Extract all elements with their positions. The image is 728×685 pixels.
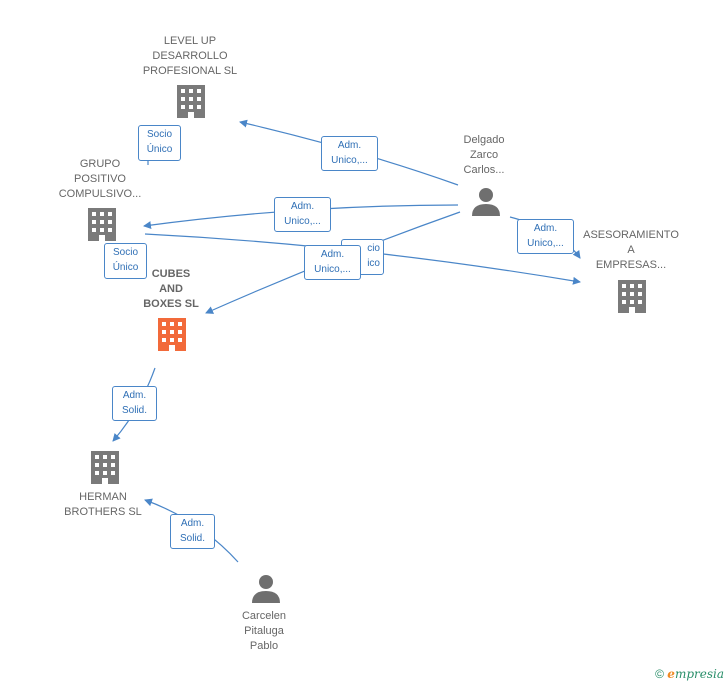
edge-label-adm-unico[interactable]: Adm. Unico,...	[274, 197, 331, 232]
node-label-herman-brothers[interactable]: HERMAN BROTHERS SL	[64, 491, 142, 518]
edge-label-socio-unico[interactable]: Socio Único	[104, 243, 147, 279]
node-label-level-up[interactable]: LEVEL UP DESARROLLO PROFESIONAL SL	[142, 35, 238, 77]
building-icon[interactable]	[158, 318, 186, 351]
person-icon[interactable]	[472, 188, 500, 216]
node-label-grupo-positivo[interactable]: GRUPO POSITIVO COMPULSIVO...	[58, 158, 142, 200]
empresia-logo: © empresia	[655, 667, 724, 681]
node-label-cubes-and-boxes[interactable]: CUBES AND BOXES SL	[143, 268, 199, 310]
building-icon[interactable]	[177, 85, 205, 118]
building-icon[interactable]	[88, 208, 116, 241]
edge-label-adm-unico[interactable]: Adm. Unico,...	[304, 245, 361, 280]
building-icon[interactable]	[91, 451, 119, 484]
person-icon[interactable]	[252, 575, 280, 603]
node-label-asesoramiento[interactable]: ASESORAMIENTO A EMPRESAS...	[583, 229, 679, 271]
building-icon[interactable]	[618, 280, 646, 313]
copyright-symbol: ©	[655, 667, 664, 681]
node-label-carcelen[interactable]: Carcelen Pitaluga Pablo	[241, 610, 287, 652]
node-label-delgado[interactable]: Delgado Zarco Carlos...	[463, 134, 505, 176]
edge-label-adm-unico[interactable]: Adm. Unico,...	[321, 136, 378, 171]
edge-label-adm-solid[interactable]: Adm. Solid.	[170, 514, 215, 549]
brand-name: empresia	[667, 667, 724, 681]
edge-label-adm-unico[interactable]: Adm. Unico,...	[517, 219, 574, 254]
edge-label-socio-unico[interactable]: Socio Único	[138, 125, 181, 161]
edge-label-adm-solid[interactable]: Adm. Solid.	[112, 386, 157, 421]
